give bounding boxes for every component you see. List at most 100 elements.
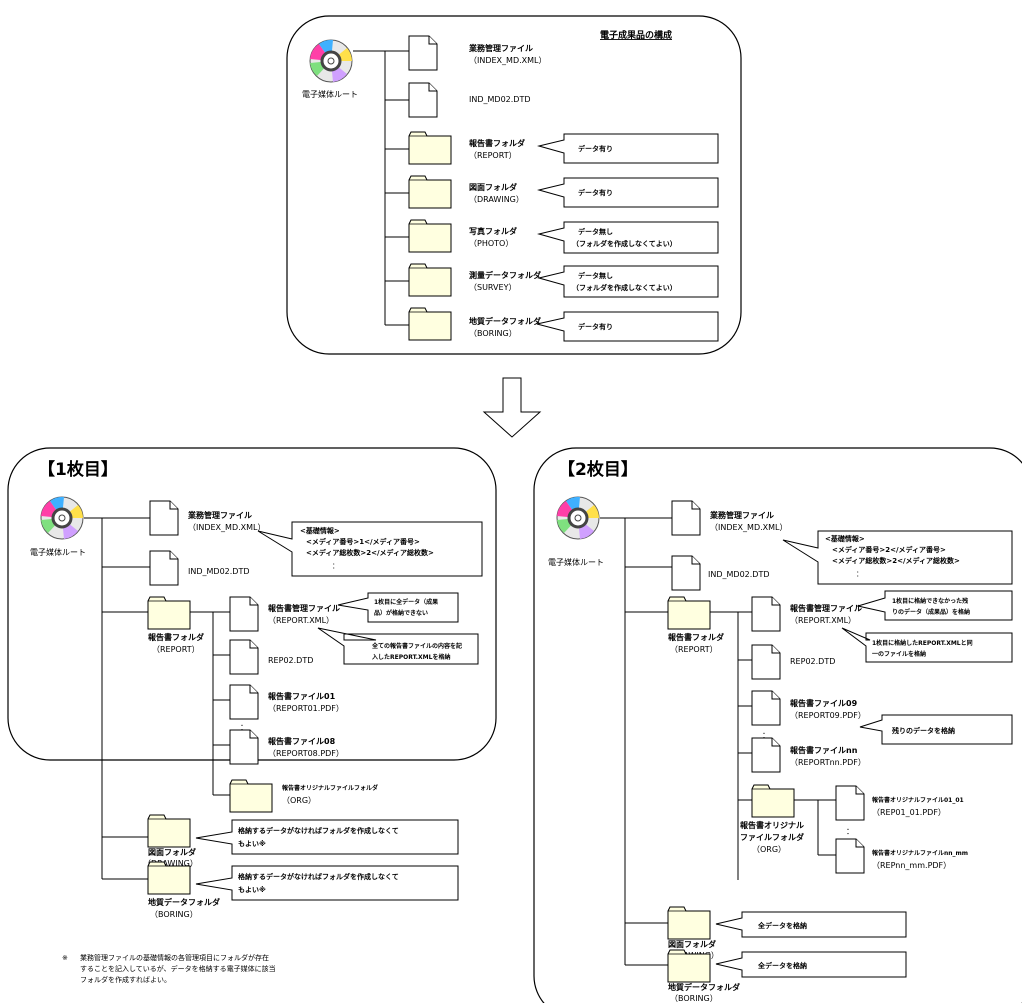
folder-icon bbox=[147, 861, 191, 895]
folder-icon bbox=[408, 219, 452, 253]
left-root-label: 電子媒体ルート bbox=[30, 547, 86, 557]
right-c2a: 1枚目に格納したREPORT.XMLと同 bbox=[872, 639, 973, 647]
folder-icon bbox=[751, 784, 795, 818]
footnote-mark: ※ bbox=[62, 954, 68, 962]
left-bor-note2: もよい※ bbox=[238, 885, 266, 894]
document-icon bbox=[229, 639, 259, 675]
right-boring-folder: 地質データフォルダ bbox=[668, 982, 740, 992]
document-icon bbox=[835, 785, 865, 821]
right-rf2: 報告書ファイルnn bbox=[790, 745, 858, 755]
right-org-sub: （ORG） bbox=[752, 845, 786, 854]
document-icon bbox=[751, 737, 781, 773]
left-draw-note2: もよい※ bbox=[238, 839, 266, 848]
top-boring-folder: 地質データフォルダ bbox=[469, 316, 541, 326]
cd-icon bbox=[555, 495, 601, 541]
right-of-dots: ： bbox=[846, 827, 854, 836]
top-photo-note1: データ無し bbox=[578, 227, 613, 236]
right-draw-note: 全データを格納 bbox=[757, 921, 807, 930]
right-info2: <メディア番号>2</メディア番号> bbox=[832, 545, 946, 554]
right-info1: <基礎情報> bbox=[825, 534, 865, 543]
left-drawing-folder: 図面フォルダ bbox=[148, 847, 196, 857]
left-org: 報告書オリジナルファイルフォルダ bbox=[282, 784, 378, 792]
right-header: 【2枚目】 bbox=[558, 459, 638, 480]
folder-icon bbox=[408, 263, 452, 297]
left-info3: <メディア総枚数>2</メディア総枚数> bbox=[306, 548, 434, 557]
right-of2: 報告書オリジナルファイルnn_mm bbox=[872, 849, 968, 857]
left-mgmt-file: 業務管理ファイル bbox=[187, 510, 252, 520]
top-title: 電子成果品の構成 bbox=[600, 29, 672, 41]
top-mgmt-file: 業務管理ファイル bbox=[468, 43, 533, 53]
top-photo-folder: 写真フォルダ bbox=[469, 226, 517, 236]
right-rest-note: 残りのデータを格納 bbox=[892, 726, 955, 735]
document-icon bbox=[751, 644, 781, 680]
right-dtd: IND_MD02.DTD bbox=[708, 570, 770, 579]
left-info4: ： bbox=[332, 562, 339, 570]
document-icon bbox=[229, 729, 259, 765]
right-c2b: 一のファイルを格納 bbox=[872, 650, 926, 658]
folder-icon bbox=[408, 307, 452, 341]
top-report-folder-sub: （REPORT） bbox=[469, 151, 517, 160]
right-dots: ： bbox=[762, 731, 770, 740]
left-header: 【1枚目】 bbox=[38, 459, 118, 480]
top-drawing-note: データ有り bbox=[578, 188, 613, 197]
folder-icon bbox=[147, 814, 191, 848]
right-rf1-sub: （REPORT09.PDF） bbox=[790, 711, 866, 720]
left-rep-mgmt: 報告書管理ファイル bbox=[268, 603, 340, 613]
right-of2-sub: （REPnn_mm.PDF） bbox=[872, 861, 951, 870]
left-rf1: 報告書ファイル01 bbox=[268, 691, 336, 701]
left-rep-mgmt-sub: （REPORT.XML） bbox=[268, 616, 334, 625]
left-info-callout bbox=[257, 521, 483, 577]
top-photo-folder-sub: （PHOTO） bbox=[469, 239, 513, 248]
document-icon bbox=[751, 690, 781, 726]
left-mgmt-file-sub: （INDEX_MD.XML） bbox=[188, 523, 265, 532]
top-survey-folder: 測量データフォルダ bbox=[469, 270, 541, 280]
document-icon bbox=[671, 555, 701, 591]
footnote-line2: することを記入しているが、データを格納する電子媒体に該当 bbox=[80, 964, 276, 973]
document-icon bbox=[671, 500, 701, 536]
folder-icon bbox=[667, 949, 711, 983]
top-report-note: データ有り bbox=[578, 144, 613, 153]
folder-icon bbox=[408, 131, 452, 165]
left-c2b: 入したREPORT.XMLを格納 bbox=[371, 653, 450, 661]
top-survey-folder-sub: （SURVEY） bbox=[469, 283, 516, 292]
left-panel: 【1枚目】 電子媒体ルート 業務管理ファイル （INDEX_MD.XML） <基… bbox=[7, 447, 497, 919]
top-mgmt-file-sub: （INDEX_MD.XML） bbox=[469, 56, 546, 65]
left-org-sub: （ORG） bbox=[282, 796, 316, 805]
left-rep-dtd: REP02.DTD bbox=[268, 656, 313, 665]
left-boring-folder: 地質データフォルダ bbox=[148, 897, 220, 907]
folder-icon bbox=[147, 596, 191, 630]
top-boring-folder-sub: （BORING） bbox=[469, 329, 517, 338]
right-root-label: 電子媒体ルート bbox=[548, 557, 604, 567]
left-report-folder: 報告書フォルダ bbox=[148, 632, 204, 642]
right-org2: ファイルフォルダ bbox=[740, 832, 804, 842]
left-c1b: 品）が格納できない bbox=[374, 609, 428, 617]
top-drawing-folder: 図面フォルダ bbox=[469, 182, 517, 192]
top-dtd: IND_MD02.DTD bbox=[469, 95, 531, 104]
left-c2a: 全ての報告書ファイルの内容を記 bbox=[371, 642, 462, 650]
left-report-folder-sub: （REPORT） bbox=[152, 645, 200, 654]
right-c1a: 1枚目に格納できなかった残 bbox=[892, 597, 968, 605]
left-c1a: 1枚目に全データ（成果 bbox=[374, 598, 438, 606]
right-panel: 【2枚目】 電子媒体ルート 業務管理ファイル （INDEX_MD.XML） <基… bbox=[533, 447, 1022, 1003]
left-rf1-sub: （REPORT01.PDF） bbox=[268, 704, 344, 713]
top-photo-note2: （フォルダを作成しなくてよい） bbox=[572, 239, 677, 248]
top-survey-note2: （フォルダを作成しなくてよい） bbox=[572, 283, 677, 292]
top-survey-note1: データ無し bbox=[578, 271, 613, 280]
right-info3: <メディア総枚数>2</メディア総枚数> bbox=[832, 556, 960, 565]
down-arrow-icon bbox=[482, 377, 542, 438]
left-rf2: 報告書ファイル08 bbox=[268, 736, 336, 746]
document-icon bbox=[408, 82, 438, 118]
right-org1: 報告書オリジナル bbox=[740, 820, 804, 830]
cd-icon bbox=[39, 495, 85, 541]
right-mgmt-file-sub: （INDEX_MD.XML） bbox=[710, 523, 787, 532]
top-drawing-folder-sub: （DRAWING） bbox=[469, 195, 524, 204]
top-boring-note: データ有り bbox=[578, 322, 613, 331]
right-boring-folder-sub: （BORING） bbox=[670, 994, 718, 1003]
right-rep-mgmt: 報告書管理ファイル bbox=[790, 603, 862, 613]
right-info4: ： bbox=[856, 570, 863, 578]
left-dots: ： bbox=[240, 723, 248, 732]
document-icon bbox=[149, 550, 179, 586]
document-icon bbox=[149, 500, 179, 536]
left-dtd: IND_MD02.DTD bbox=[188, 567, 250, 576]
